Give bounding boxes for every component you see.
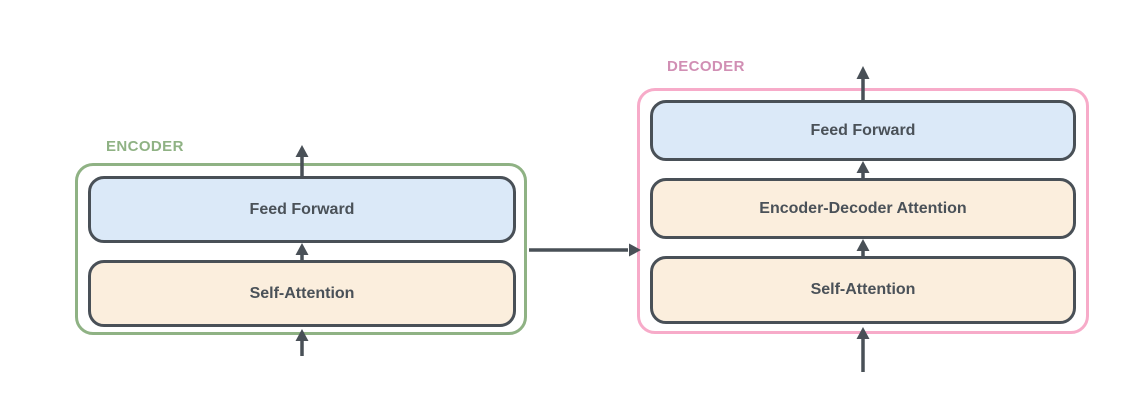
encoder-label: ENCODER xyxy=(106,138,184,155)
encoder-to-decoder-arrow xyxy=(529,243,641,257)
decoder-label: DECODER xyxy=(667,58,745,75)
decoder-encoder-decoder-attention-node: Encoder-Decoder Attention xyxy=(650,178,1076,239)
decoder-self-attention-node: Self-Attention xyxy=(650,256,1076,324)
encoder-feed-forward-node: Feed Forward xyxy=(88,176,516,243)
decoder-feed-forward-node: Feed Forward xyxy=(650,100,1076,161)
encoder-self-attention-node: Self-Attention xyxy=(88,260,516,327)
